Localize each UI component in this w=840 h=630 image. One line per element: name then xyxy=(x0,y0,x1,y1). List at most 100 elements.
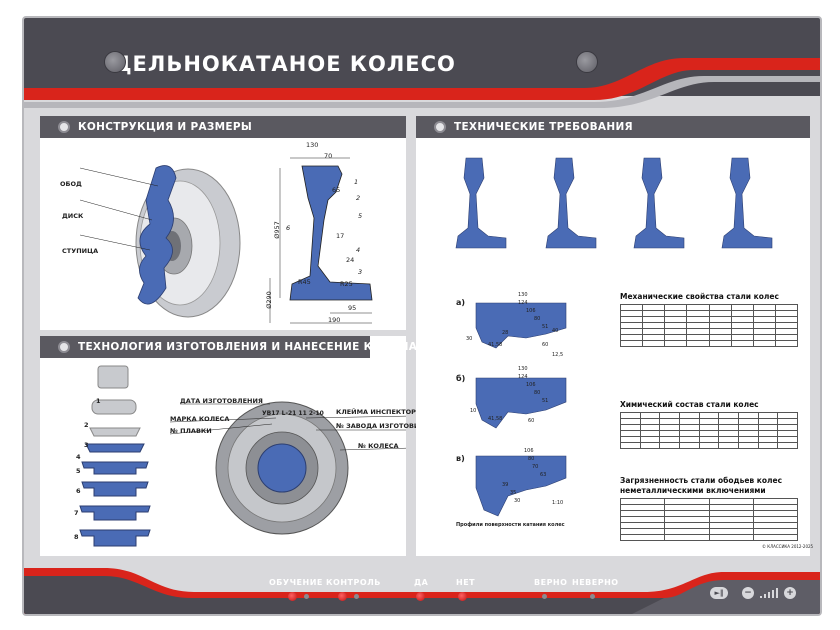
step-1: 1 xyxy=(96,397,101,405)
profile-v-value: 30 xyxy=(514,498,521,504)
profile-a-value: 30 xyxy=(466,336,473,342)
step-2: 2 xyxy=(84,421,89,429)
callout-2: 2 xyxy=(356,194,361,202)
profile-b-value: 106 xyxy=(526,382,536,388)
profile-a-value: 60 xyxy=(542,342,549,348)
mech-table xyxy=(619,304,799,347)
step-5: 5 xyxy=(76,467,81,475)
dim-r25: R25 xyxy=(340,280,353,288)
panel-construction: КОНСТРУКЦИЯ И РАЗМЕРЫ ОБОД ДИСК СТУПИЦА … xyxy=(40,116,406,330)
header-bar: ЦЕЛЬНОКАТАНОЕ КОЛЕСО xyxy=(24,18,820,110)
stamp-label-factory: № ЗАВОДА ИЗГОТОВИТЕЛЯ xyxy=(336,422,439,430)
profile-b-value: 41,58 xyxy=(488,416,503,422)
chem-table xyxy=(620,412,798,449)
panel-construction-header: КОНСТРУКЦИЯ И РАЗМЕРЫ xyxy=(40,116,406,138)
volume-up-button[interactable]: + xyxy=(784,587,796,599)
callout-4: 4 xyxy=(356,246,361,254)
profile-b-label: б) xyxy=(456,374,466,383)
yes-led xyxy=(416,592,425,601)
stamp-label-wheel-no: № КОЛЕСА xyxy=(358,442,399,450)
part-label-rim: ОБОД xyxy=(60,180,82,188)
profile-v-value: 39 xyxy=(502,482,509,488)
profile-a-value: 28 xyxy=(502,330,509,336)
copyright: © КЛАССИКА 2012-2025 xyxy=(762,544,814,549)
profile-v-value: 63 xyxy=(540,472,547,478)
profile-a-value: 80 xyxy=(534,316,541,322)
contam-table-title-1: Загрязненность стали ободьев колес xyxy=(620,476,783,485)
profile-v-label: в) xyxy=(456,454,465,463)
stamp-label-date: ДАТА ИЗГОТОВЛЕНИЯ xyxy=(180,397,263,405)
screw-icon xyxy=(576,51,598,73)
yes-button[interactable]: ДА xyxy=(414,578,429,587)
profile-a-value: 40 xyxy=(552,328,559,334)
dim-bottom: 190 xyxy=(328,316,341,324)
callout-5: 5 xyxy=(358,212,363,220)
mech-table-title: Механические свойства стали колес xyxy=(620,292,779,301)
step-7: 7 xyxy=(74,509,79,517)
profile-a-value: 130 xyxy=(518,292,528,298)
play-pause-icon[interactable]: ►‖ xyxy=(710,587,728,599)
dim-957: Ø957 xyxy=(272,221,281,239)
contam-table xyxy=(619,498,799,541)
profile-b-value: 80 xyxy=(534,390,541,396)
training-button[interactable]: ОБУЧЕНИЕ xyxy=(269,578,323,587)
profile-b-value: 124 xyxy=(518,374,528,380)
poster-board: ЦЕЛЬНОКАТАНОЕ КОЛЕСО КОНСТРУКЦИЯ И РАЗМЕ… xyxy=(22,16,822,616)
profile-a-value: 106 xyxy=(526,308,536,314)
dim-65: 65 xyxy=(332,186,341,194)
stamp-illustration xyxy=(79,365,406,547)
no-led xyxy=(458,592,467,601)
profile-v-value: 80 xyxy=(528,456,535,462)
contam-table-title-2: неметаллическими включениями xyxy=(620,486,766,495)
bullet-icon xyxy=(58,121,70,133)
dim-r45: R45 xyxy=(298,278,311,286)
dim-70: 70 xyxy=(324,152,333,160)
profile-a-value: 41,58 xyxy=(488,342,503,348)
stamp-label-mark: МАРКА КОЛЕСА xyxy=(170,415,230,423)
page-title: ЦЕЛЬНОКАТАНОЕ КОЛЕСО xyxy=(112,52,456,76)
volume-down-button[interactable]: − xyxy=(742,587,754,599)
profile-v-value: 106 xyxy=(524,448,534,454)
panel-technology-title: ТЕХНОЛОГИЯ ИЗГОТОВЛЕНИЯ И НАНЕСЕНИЕ КЛЕЙ… xyxy=(78,341,418,353)
training-indicator xyxy=(304,594,309,599)
control-led xyxy=(338,592,347,601)
profile-b-value: 51 xyxy=(542,398,549,404)
correct-indicator-label: ВЕРНО xyxy=(534,578,568,587)
training-led xyxy=(288,592,297,601)
control-bar xyxy=(24,568,820,614)
panel-requirements-title: ТЕХНИЧЕСКИЕ ТРЕБОВАНИЯ xyxy=(454,121,633,133)
part-label-disc: ДИСК xyxy=(62,212,84,220)
panel-requirements: ТЕХНИЧЕСКИЕ ТРЕБОВАНИЯ а) б) в) 130 124 … xyxy=(416,116,814,556)
control-indicator xyxy=(354,594,359,599)
callout-3: 3 xyxy=(358,268,363,276)
dim-top: 130 xyxy=(306,141,319,149)
bullet-icon xyxy=(434,121,446,133)
stamp-label-inspector: КЛЕЙМА ИНСПЕКТОРА МПС xyxy=(336,408,440,416)
header-decoration xyxy=(24,58,820,110)
control-button[interactable]: КОНТРОЛЬ xyxy=(326,578,381,587)
profiles-note: Профили поверхности катания колес xyxy=(456,522,565,528)
profile-v-value: 1:10 xyxy=(552,500,564,506)
profile-a-value: 124 xyxy=(518,300,528,306)
dim-24: 24 xyxy=(346,256,355,264)
stamp-text: УВ17 L-21 11 2-10 xyxy=(262,410,324,417)
no-button[interactable]: НЕТ xyxy=(456,578,476,587)
panel-requirements-header: ТЕХНИЧЕСКИЕ ТРЕБОВАНИЯ xyxy=(416,116,810,138)
dim-17: 17 xyxy=(336,232,345,240)
profile-a-value: 12,5 xyxy=(552,352,564,358)
panel-construction-title: КОНСТРУКЦИЯ И РАЗМЕРЫ xyxy=(78,121,253,133)
technical-drawings xyxy=(455,157,773,517)
profile-b-value: 10 xyxy=(470,408,477,414)
profile-v-value: 70 xyxy=(532,464,539,470)
panel-technology: ТЕХНОЛОГИЯ ИЗГОТОВЛЕНИЯ И НАНЕСЕНИЕ КЛЕЙ… xyxy=(40,336,440,556)
dim-290: Ø290 xyxy=(264,291,273,309)
dim-base: 95 xyxy=(348,304,357,312)
wheel-construction-illustration xyxy=(79,157,373,324)
profile-v-value: 35 xyxy=(510,490,517,496)
profile-a-value: 51 xyxy=(542,324,549,330)
part-label-hub: СТУПИЦА xyxy=(62,247,99,255)
stamp-label-heat: № ПЛАВКИ xyxy=(170,427,212,435)
incorrect-indicator xyxy=(590,594,595,599)
step-4: 4 xyxy=(76,453,81,461)
bullet-icon xyxy=(58,341,70,353)
